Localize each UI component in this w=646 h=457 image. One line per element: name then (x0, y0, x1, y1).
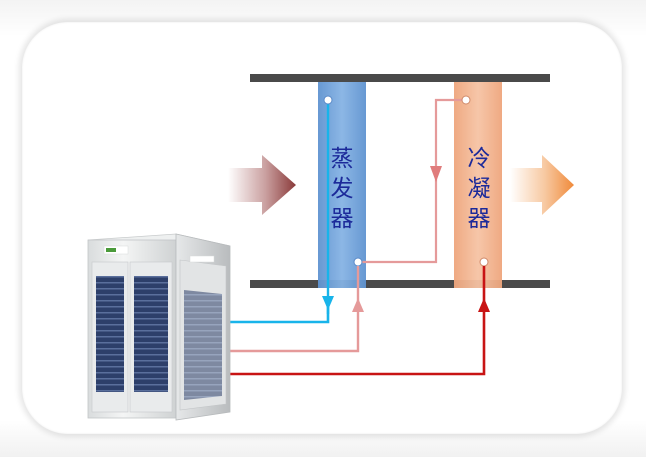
outdoor-unit (87, 233, 231, 421)
evap-to-cond-line (358, 98, 466, 264)
condenser-coil (454, 82, 502, 288)
evaporator-top-port (323, 95, 333, 105)
liquid-down-arrow-icon (322, 296, 334, 310)
flow-down-arrow-icon (430, 166, 442, 182)
duct-top-rail (250, 74, 550, 82)
airflow-out-arrow-icon (510, 155, 574, 215)
condenser-bottom-port (479, 257, 489, 267)
hot-gas-up-arrow-icon (478, 298, 490, 312)
liquid-line-pipe (216, 300, 330, 324)
condenser-top-port (461, 95, 471, 105)
condenser-label: 冷凝器 (467, 146, 491, 232)
evaporator-bottom-port (353, 257, 363, 267)
suction-line-pipe (216, 266, 360, 353)
evaporator-label: 蒸发器 (330, 146, 354, 232)
suction-up-arrow-icon (352, 298, 364, 312)
duct-bottom-rail (250, 280, 550, 288)
evaporator-coil (318, 82, 366, 288)
airflow-in-arrow-icon (228, 155, 296, 215)
